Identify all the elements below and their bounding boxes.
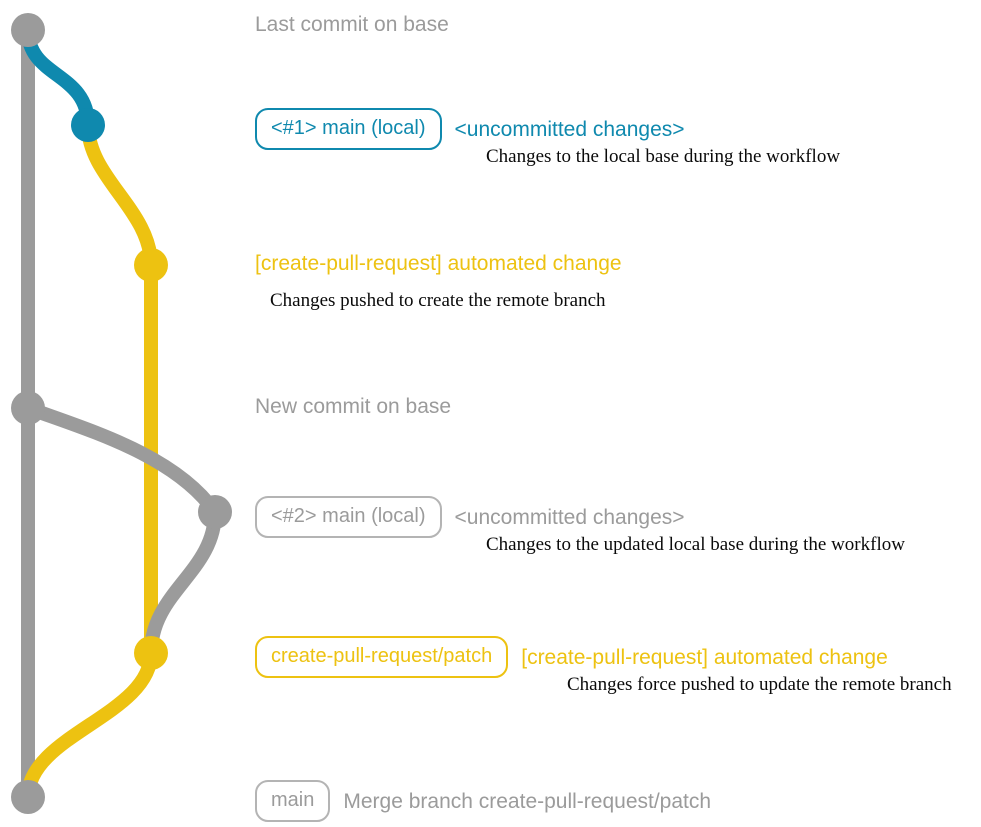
commit-node-merge (11, 780, 45, 814)
commit-subject-3: [create-pull-request] automated change (255, 252, 622, 275)
commit-note-6: Changes force pushed to update the remot… (567, 674, 952, 695)
commit-row-6: create-pull-request/patch [create-pull-r… (255, 636, 888, 678)
commit-node-base-last (11, 13, 45, 47)
edge-local-to-patch (81, 118, 158, 272)
commit-row-5: <#2> main (local) <uncommitted changes> (255, 496, 685, 538)
commit-subject-6: [create-pull-request] automated change (521, 645, 888, 669)
ref-chip-main-local-1[interactable]: <#1> main (local) (255, 108, 442, 150)
commit-note-5: Changes to the updated local base during… (486, 534, 905, 555)
commit-subject-7: Merge branch create-pull-request/patch (343, 789, 712, 813)
commit-note-2: Changes to the local base during the wor… (486, 146, 841, 167)
commit-node-local-2 (198, 495, 232, 529)
commit-node-patch-1 (134, 248, 168, 282)
commit-node-local-1 (71, 108, 105, 142)
commit-node-base-new (11, 391, 45, 425)
commit-note-3: Changes pushed to create the remote bran… (270, 290, 606, 311)
commit-row-1: Last commit on base (255, 14, 449, 35)
commit-subject-2: <uncommitted changes> (454, 117, 685, 141)
commit-row-2: <#1> main (local) <uncommitted changes> (255, 108, 685, 150)
ref-chip-main[interactable]: main (255, 780, 331, 822)
commit-subject-4: New commit on base (255, 395, 452, 418)
commit-node-patch-2 (134, 636, 168, 670)
commit-row-7: main Merge branch create-pull-request/pa… (255, 780, 711, 822)
commit-subject-5: <uncommitted changes> (454, 505, 685, 529)
edge-patch-to-merge (21, 646, 158, 804)
ref-chip-main-local-2[interactable]: <#2> main (local) (255, 496, 442, 538)
ref-chip-create-pull-request-patch[interactable]: create-pull-request/patch (255, 636, 509, 678)
edge-updatedlocal-to-patch (144, 505, 222, 660)
commit-row-4: New commit on base (255, 396, 451, 417)
edge-newbase-to-updatedlocal (21, 401, 222, 519)
commit-nodes (11, 13, 232, 814)
commit-row-3: [create-pull-request] automated change (255, 253, 622, 274)
commit-subject-1: Last commit on base (255, 13, 449, 36)
